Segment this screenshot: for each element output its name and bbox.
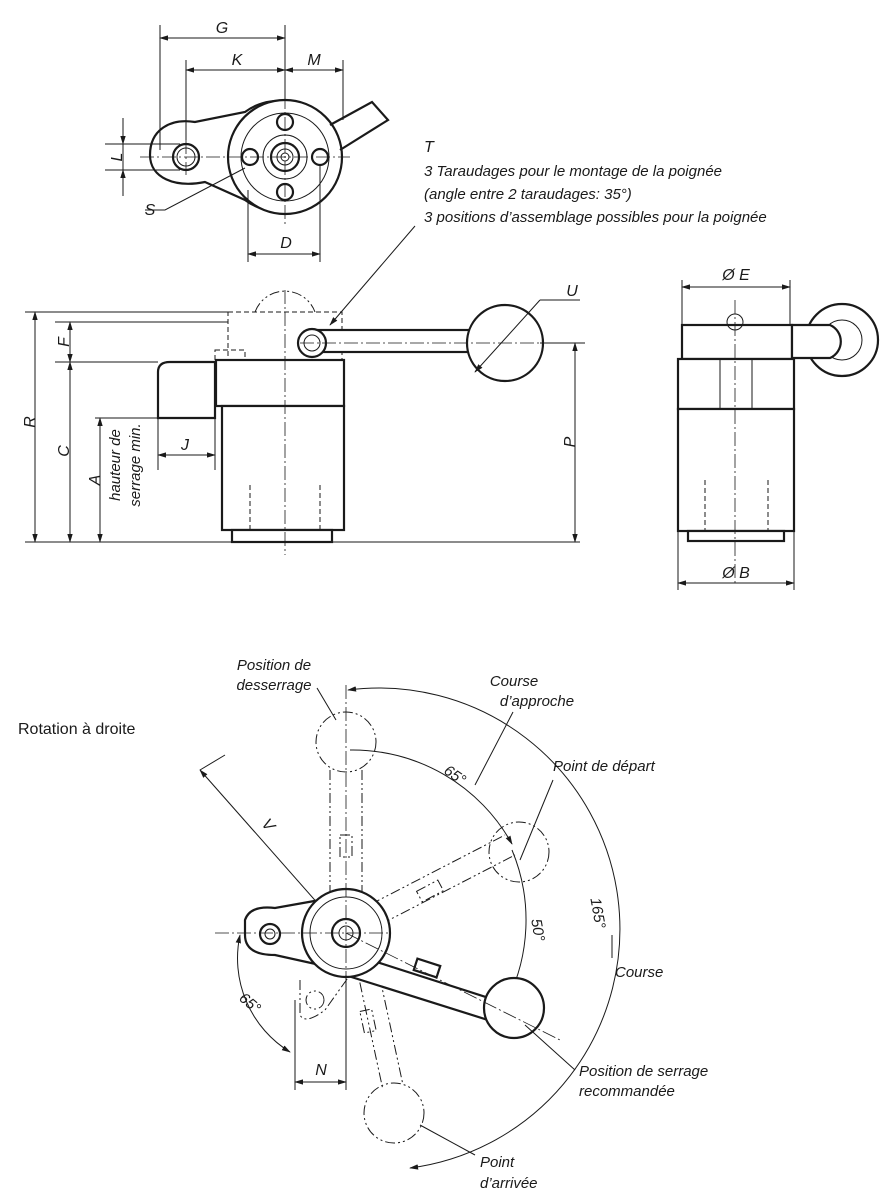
side-view-top-plate	[680, 323, 794, 361]
label-U: U	[566, 283, 578, 300]
label-V: V	[258, 816, 279, 836]
rotation-handle-ball	[482, 976, 546, 1040]
note-clamp-height-1: hauteur de	[107, 429, 124, 501]
angle-65-left: 65°	[236, 990, 264, 1018]
angle-50: 50°	[527, 917, 548, 942]
top-view	[105, 25, 416, 326]
label-F: F	[56, 336, 73, 347]
label-L: L	[109, 153, 126, 162]
release-label-1: Position de	[237, 657, 311, 674]
front-view-lower-body	[220, 404, 346, 532]
approach-label-2: d’approche	[500, 693, 574, 710]
label-R: R	[22, 416, 39, 428]
arrival-label-1: Point	[480, 1154, 515, 1171]
note-clamp-height-2: serrage min.	[127, 423, 144, 506]
angle-165: 165°	[586, 896, 608, 930]
note-T-line3: 3 positions d’assemblage possibles pour …	[424, 209, 767, 226]
stroke-label: Course	[615, 964, 663, 981]
label-T: T	[424, 139, 435, 156]
approach-label-1: Course	[490, 673, 538, 690]
recommended-label-1: Position de serrage	[579, 1063, 708, 1080]
angle-65-top: 65°	[441, 762, 469, 789]
label-G: G	[216, 20, 228, 37]
start-point-label: Point de départ	[553, 758, 656, 775]
rotation-view	[199, 685, 621, 1170]
label-P: P	[562, 436, 579, 447]
rotation-title: Rotation à droite	[18, 721, 136, 738]
note-T-line2: (angle entre 2 taraudages: 35°)	[424, 186, 632, 203]
label-A: A	[87, 475, 104, 487]
note-T-line1: 3 Taraudages pour le montage de la poign…	[424, 163, 722, 180]
side-view-body	[676, 407, 796, 533]
label-K: K	[232, 52, 244, 69]
label-E: Ø E	[721, 267, 750, 284]
label-J: J	[180, 437, 190, 454]
label-C: C	[56, 445, 73, 457]
front-view-upper-block	[214, 358, 346, 408]
side-view	[676, 280, 880, 590]
release-label-2: desserrage	[236, 677, 311, 694]
label-M: M	[307, 52, 321, 69]
label-D: D	[280, 235, 292, 252]
front-view	[25, 290, 585, 555]
front-view-clamp-arm	[156, 360, 217, 420]
label-B: Ø B	[721, 565, 750, 582]
labels: G K M L S D T 3 Taraudages pour le monta…	[18, 20, 767, 1192]
front-view-handle-shaft	[310, 328, 474, 354]
top-view-handle-stub	[329, 100, 390, 151]
arrival-label-2: d’arrivée	[480, 1175, 538, 1192]
label-N: N	[315, 1062, 327, 1079]
label-S: S	[145, 202, 156, 219]
recommended-label-2: recommandée	[579, 1083, 675, 1100]
